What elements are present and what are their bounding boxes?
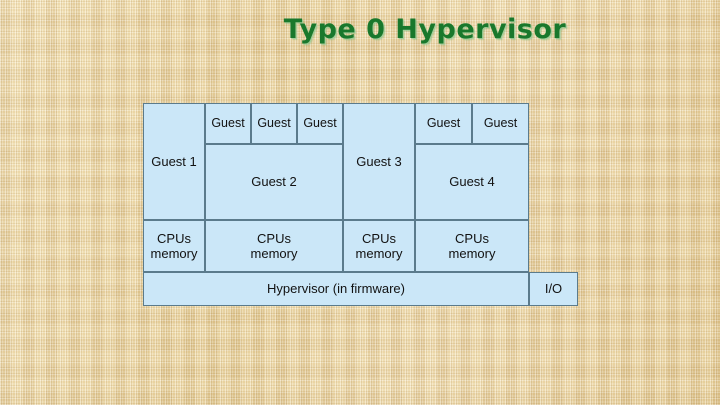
guest-partition-3: Guest 3 — [343, 103, 415, 220]
io-block: I/O — [529, 272, 578, 306]
page-title: Type 0 Hypervisor — [0, 14, 720, 45]
resources-block-4: CPUs memory — [415, 220, 529, 272]
guest-partition-1: Guest 1 — [143, 103, 205, 220]
guest-box-guest4-vcpu-a: Guest — [415, 103, 472, 144]
guest-partition-2: Guest 2 — [205, 144, 343, 220]
guest-box-guest2-vcpu-b: Guest — [251, 103, 297, 144]
guest-box-guest2-vcpu-a: Guest — [205, 103, 251, 144]
guest-box-guest2-vcpu-c: Guest — [297, 103, 343, 144]
resources-block-1: CPUs memory — [143, 220, 205, 272]
guest-box-guest4-vcpu-b: Guest — [472, 103, 529, 144]
resources-block-3: CPUs memory — [343, 220, 415, 272]
guest-partition-4: Guest 4 — [415, 144, 529, 220]
hypervisor-firmware-block: Hypervisor (in firmware) — [143, 272, 529, 306]
resources-block-2: CPUs memory — [205, 220, 343, 272]
page-title-text: Type 0 Hypervisor — [283, 14, 567, 45]
